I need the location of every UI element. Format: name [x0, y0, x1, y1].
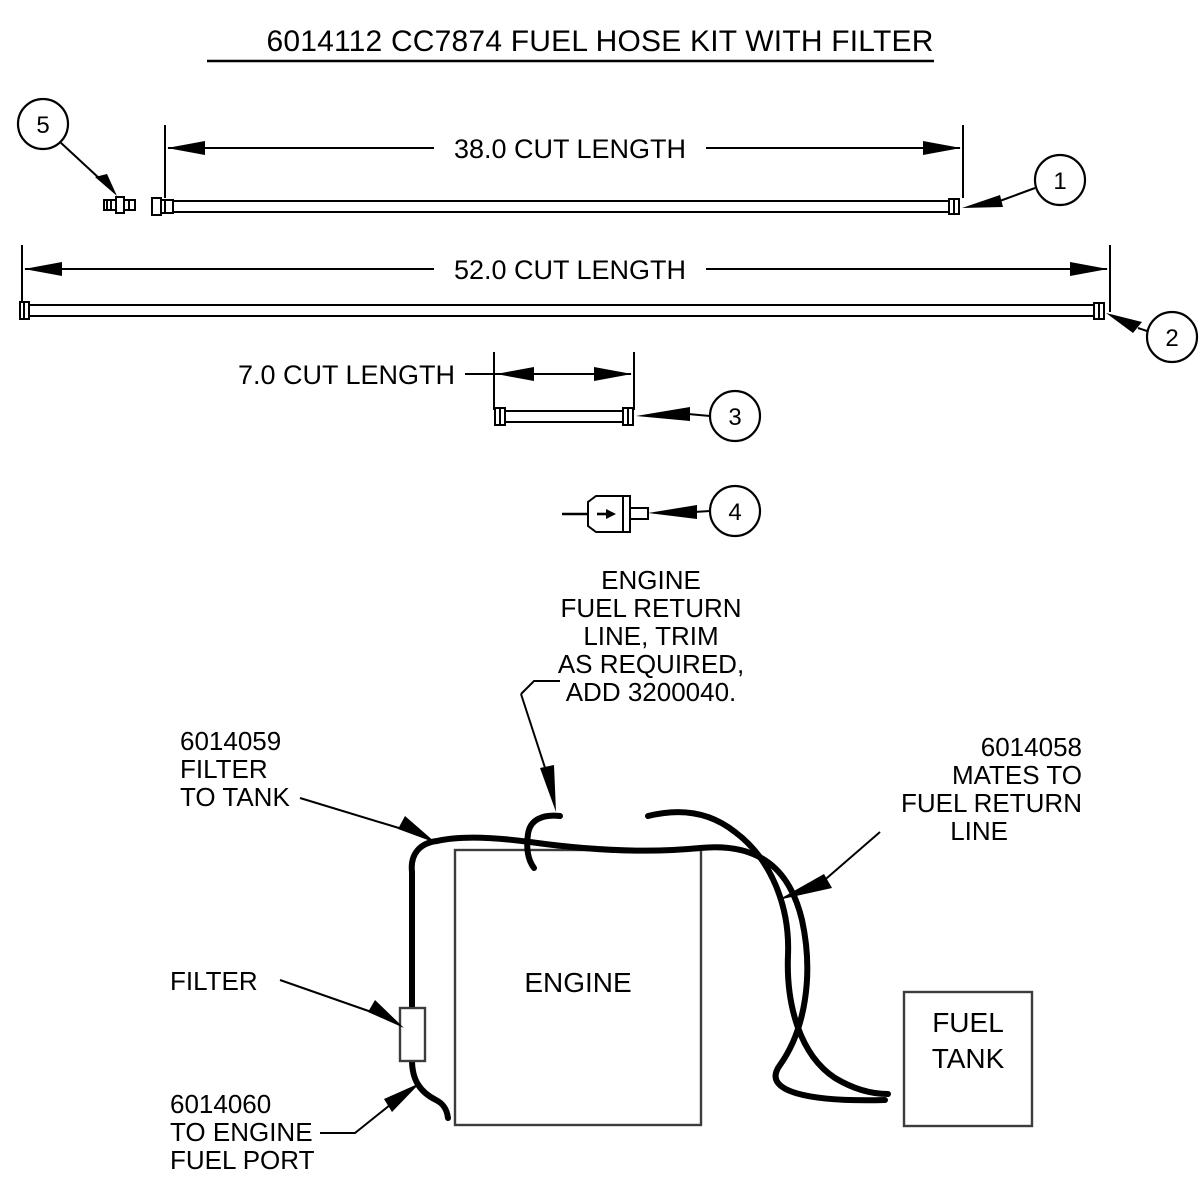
balloon-1-circle[interactable]	[1033, 153, 1087, 207]
balloon-2-arrowhead	[1106, 313, 1142, 333]
hose-assembly-7	[494, 407, 634, 426]
note-engine-return-leader-2	[520, 693, 550, 781]
note-engine-return-line-2: FUEL RETURN	[560, 593, 741, 623]
note-filter-to-tank-leader	[299, 797, 413, 833]
note-mates-return-group: 6014058 MATES TO FUEL RETURN LINE	[778, 732, 1082, 900]
balloon-5-arrowhead	[95, 174, 117, 196]
hose-left-lower-path	[409, 1057, 451, 1121]
note-engine-return-arrowhead	[540, 765, 556, 812]
note-filter-to-tank-line-3: TO TANK	[180, 782, 290, 812]
dim-7-label: 7.0 CUT LENGTH	[238, 360, 455, 390]
hose-38-left-clamp-a	[151, 197, 162, 216]
note-mates-return-line-2: MATES TO	[952, 760, 1082, 790]
note-engine-return-line-5: ADD 3200040.	[566, 677, 737, 707]
note-filter-to-tank-line-1: 6014059	[180, 726, 281, 756]
note-engine-port-line-2: TO ENGINE	[170, 1117, 313, 1147]
inline-filter-part	[562, 495, 649, 533]
dimension-52-group: 52.0 CUT LENGTH	[21, 245, 1111, 312]
note-filter-group: FILTER	[170, 966, 404, 1028]
note-engine-port-arrowhead	[384, 1083, 420, 1112]
hose-routing-engine-return	[524, 812, 563, 871]
note-filter-arrowhead	[368, 1000, 404, 1028]
dim-7-arrow-left	[496, 367, 534, 381]
dim-7-arrow-right	[594, 367, 632, 381]
balloon-3-number: 3	[728, 404, 741, 431]
drawing-title: 6014112 CC7874 FUEL HOSE KIT WITH FILTER	[266, 25, 933, 58]
balloon-1-leader	[996, 187, 1036, 203]
note-filter-to-tank-group: 6014059 FILTER TO TANK	[180, 726, 436, 843]
balloon-5-group[interactable]: 5	[16, 97, 117, 196]
balloon-3-arrowhead	[636, 407, 690, 421]
balloon-2-group[interactable]: 2	[1106, 310, 1199, 364]
hose-38-left-clamp-b	[160, 199, 174, 214]
note-filter-leader	[279, 979, 381, 1016]
balloon-3-leader	[687, 413, 711, 417]
hose-assembly-52	[19, 301, 1105, 320]
note-mates-return-line-3: FUEL RETURN	[901, 788, 1082, 818]
note-mates-return-line-1: 6014058	[981, 732, 1082, 762]
barb-fitting-hex	[115, 196, 125, 214]
balloon-1-group[interactable]: 1	[962, 153, 1087, 208]
inline-filter-block-group	[398, 1006, 427, 1063]
fuel-tank-label-line-1: FUEL	[932, 1007, 1004, 1038]
hose-routing-engine-port	[408, 838, 451, 1121]
balloon-1-arrowhead	[962, 195, 1003, 208]
balloon-3-group[interactable]: 3	[636, 389, 762, 443]
inline-filter-block	[398, 1006, 427, 1063]
balloon-4-number: 4	[728, 499, 741, 526]
note-engine-port-line-3: FUEL PORT	[170, 1145, 315, 1175]
balloon-2-number: 2	[1165, 325, 1178, 352]
barb-fitting-part	[103, 196, 136, 214]
dimension-38-group: 38.0 CUT LENGTH	[164, 125, 964, 198]
hose-left-upper-path	[408, 838, 440, 1013]
balloon-4-group[interactable]: 4	[648, 484, 762, 538]
engine-box-group: ENGINE	[453, 848, 703, 1127]
engine-box-label: ENGINE	[524, 967, 631, 998]
hose-assembly-38	[151, 197, 960, 216]
drawing-title-group: 6014112 CC7874 FUEL HOSE KIT WITH FILTER	[207, 25, 934, 63]
note-engine-return-leader	[520, 680, 560, 695]
dimension-7-group: 7.0 CUT LENGTH	[238, 352, 635, 410]
balloon-1-number: 1	[1053, 168, 1066, 195]
dim-52-label: 52.0 CUT LENGTH	[454, 255, 686, 285]
dim-38-arrow-right	[923, 141, 961, 155]
note-engine-port-group: 6014060 TO ENGINE FUEL PORT	[170, 1083, 420, 1175]
dim-38-arrow-left	[167, 141, 205, 155]
hose-38-tube	[172, 200, 950, 213]
fuel-tank-box-group: FUEL TANK	[902, 990, 1034, 1128]
hose-7-tube	[504, 410, 624, 423]
note-filter-to-tank-arrowhead	[398, 816, 436, 843]
note-engine-return-line-1: ENGINE	[601, 565, 701, 595]
note-filter-to-tank-line-2: FILTER	[180, 754, 268, 784]
fuel-tank-label-line-2: TANK	[932, 1043, 1005, 1074]
balloon-5-number: 5	[36, 112, 49, 139]
note-engine-port-leader	[320, 1104, 391, 1134]
dim-52-arrow-right	[1070, 262, 1108, 276]
balloon-2-leader	[1137, 327, 1148, 332]
balloon-5-circle[interactable]	[16, 97, 70, 151]
balloon-2-circle[interactable]	[1145, 310, 1199, 364]
note-mates-return-leader	[819, 831, 881, 885]
hose-return-hump-path	[524, 812, 563, 871]
note-engine-return-line-4: AS REQUIRED,	[558, 649, 744, 679]
hose-right-to-tank-path	[645, 809, 891, 1097]
hose-routing-mates-return	[645, 809, 891, 1097]
note-engine-return-line-3: LINE, TRIM	[583, 621, 718, 651]
filter-flow-arrow-head	[606, 509, 616, 519]
dim-52-arrow-left	[24, 262, 62, 276]
note-filter-label: FILTER	[170, 966, 258, 996]
note-engine-return-group: ENGINE FUEL RETURN LINE, TRIM AS REQUIRE…	[520, 565, 744, 812]
note-mates-return-line-4: LINE	[950, 816, 1008, 846]
dim-38-label: 38.0 CUT LENGTH	[454, 134, 686, 164]
engine-box	[453, 848, 703, 1127]
fuel-tank-box	[902, 990, 1034, 1128]
hose-52-tube	[28, 304, 1095, 317]
note-engine-port-line-1: 6014060	[170, 1089, 271, 1119]
filter-outlet-stem	[629, 507, 649, 520]
balloon-4-arrowhead	[648, 505, 697, 519]
